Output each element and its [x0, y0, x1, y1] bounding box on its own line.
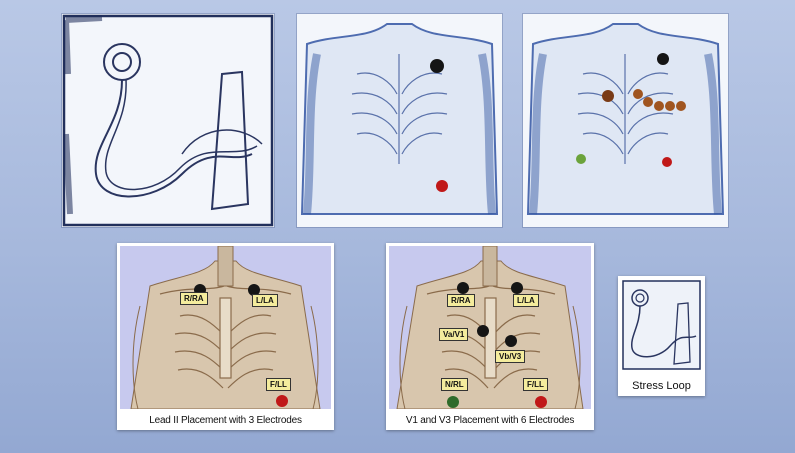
diagram-3-panel: R/RA L/LA F/LL: [120, 246, 331, 409]
electrode-ll: [276, 395, 288, 407]
electrode-ll: [662, 157, 672, 167]
electrode-la: [511, 282, 523, 294]
electrode-v-chain-5: [676, 101, 686, 111]
torso-3-drawing: [297, 14, 502, 227]
electrode-ra: [457, 282, 469, 294]
stress-loop-thumbnail[interactable]: Stress Loop: [618, 276, 705, 396]
electrode-la: [657, 53, 669, 65]
v1-v3-6-electrode-diagram[interactable]: R/RA L/LA Va/V1 Vb/V3 N/RL F/LL V1 and V…: [386, 243, 594, 430]
diagram-3-caption: Lead II Placement with 3 Electrodes: [117, 412, 334, 430]
electrode-ll: [436, 180, 448, 192]
label-vb: Vb/V3: [495, 350, 525, 363]
electrode-va: [477, 325, 489, 337]
skeleton-3-drawing: [120, 246, 331, 409]
label-va: Va/V1: [439, 328, 468, 341]
electrode-ll: [535, 396, 547, 408]
electrode-rl: [576, 154, 586, 164]
electrode-vb: [505, 335, 517, 347]
label-la: L/LA: [252, 294, 278, 307]
label-rl: N/RL: [441, 378, 468, 391]
electrode-la: [430, 59, 444, 73]
torso-6-electrodes-sketch[interactable]: [523, 14, 728, 227]
stress-loop-sketch[interactable]: [62, 14, 274, 227]
electrode-va: [602, 90, 614, 102]
label-ra: R/RA: [180, 292, 208, 305]
electrode-v-chain-1: [633, 89, 643, 99]
label-ra: R/RA: [447, 294, 475, 307]
diagram-6-panel: R/RA L/LA Va/V1 Vb/V3 N/RL F/LL: [389, 246, 591, 409]
label-ll: F/LL: [523, 378, 548, 391]
torso-3-electrodes-sketch[interactable]: [297, 14, 502, 227]
torso-6-drawing: [523, 14, 728, 227]
electrode-rl: [447, 396, 459, 408]
electrode-v-chain-2: [643, 97, 653, 107]
stress-loop-drawing: [62, 14, 274, 227]
label-la: L/LA: [513, 294, 539, 307]
lead-ii-3-electrode-diagram[interactable]: R/RA L/LA F/LL Lead II Placement with 3 …: [117, 243, 334, 430]
diagram-6-caption: V1 and V3 Placement with 6 Electrodes: [386, 412, 594, 430]
electrode-v-chain-3: [654, 101, 664, 111]
electrode-v-chain-4: [665, 101, 675, 111]
stress-loop-caption: Stress Loop: [618, 380, 705, 392]
label-ll: F/LL: [266, 378, 291, 391]
stress-loop-thumb-drawing: [618, 276, 705, 376]
skeleton-6-drawing: [389, 246, 591, 409]
